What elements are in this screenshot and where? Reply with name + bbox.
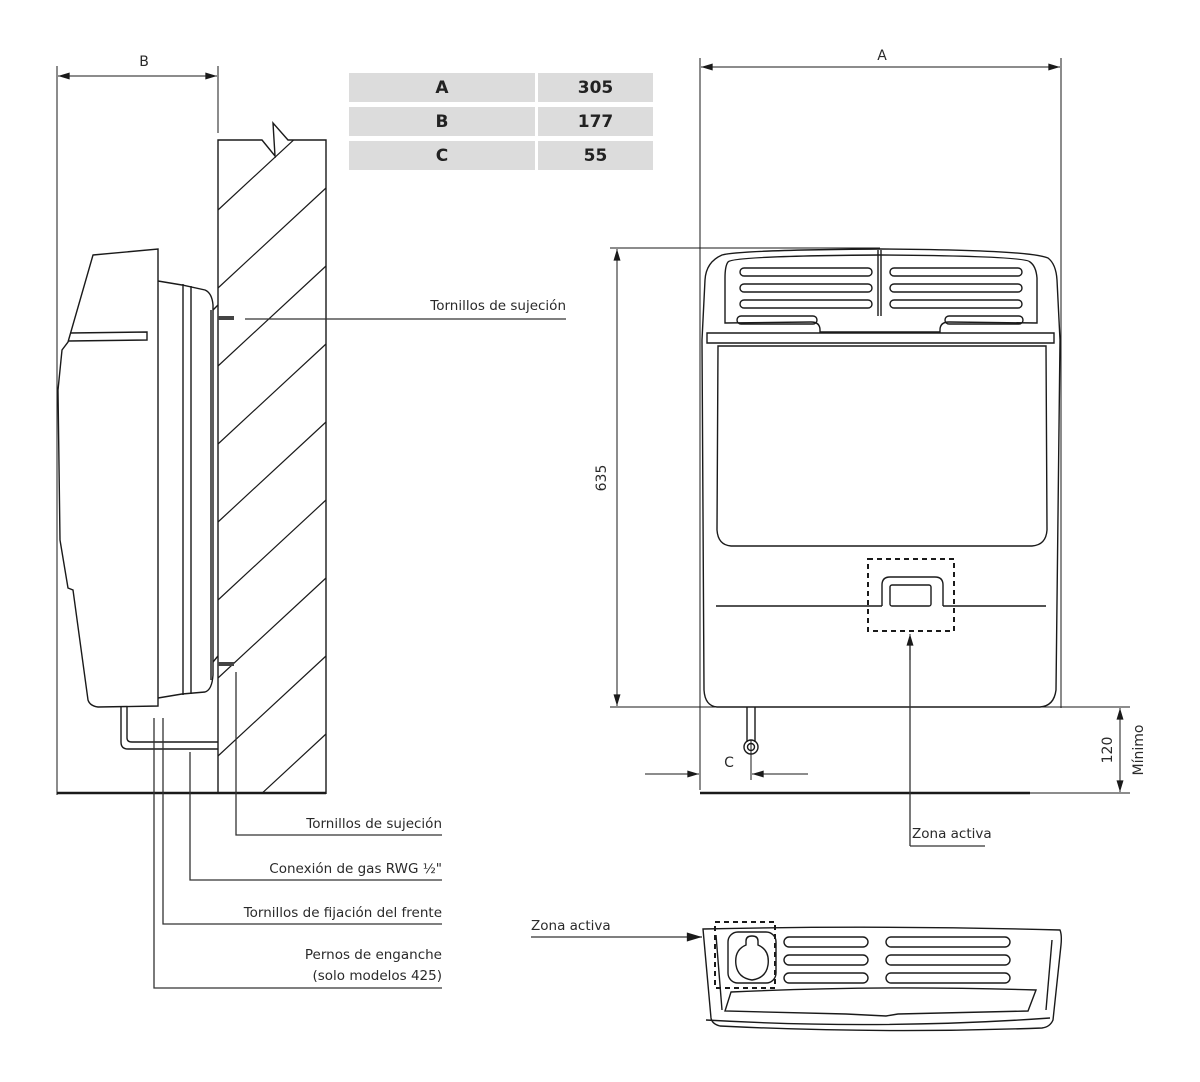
hatch-line (218, 187, 326, 289)
dimension-c: C (645, 740, 808, 780)
dim-height-label: 635 (594, 465, 610, 492)
dimension-a: A (699, 48, 1062, 790)
zona-activa-label-front: Zona activa (912, 826, 992, 842)
table-key-c: C (349, 141, 535, 170)
callout-pernos-line2: (solo modelos 425) (312, 968, 442, 984)
wall-section (217, 121, 327, 794)
front-grille-slots (736, 267, 1024, 325)
top-slot (885, 972, 1011, 984)
table-value-a: 305 (538, 73, 653, 102)
grille-slot (889, 267, 1023, 277)
grille-slot (739, 283, 873, 293)
dim-c-label: C (724, 755, 734, 771)
top-slot (885, 936, 1011, 948)
hatch-line (218, 140, 295, 211)
table-value-b: 177 (538, 107, 653, 136)
callout-tornillos-frente: Tornillos de fijación del frente (243, 905, 442, 921)
dim-b-label: B (139, 54, 149, 70)
grille-slot (889, 283, 1023, 293)
table-value-c: 55 (538, 141, 653, 170)
table-key-a: A (349, 73, 535, 102)
heater-side-body (57, 248, 234, 750)
grille-slot (736, 315, 818, 325)
hatch-line (218, 577, 326, 679)
dimension-b: B (56, 54, 219, 795)
side-leaders (153, 318, 566, 989)
side-view: B (56, 54, 566, 989)
dim-a-label: A (877, 48, 887, 64)
zona-activa-box-front (867, 558, 955, 632)
hatch-line (218, 421, 326, 523)
hatch-line (218, 655, 326, 757)
heater-front-body (701, 248, 1061, 755)
grille-slot (889, 299, 1023, 309)
front-view: A 635 (594, 48, 1147, 847)
callout-conexion-gas: Conexión de gas RWG ½" (269, 861, 442, 877)
top-slot (783, 954, 869, 966)
grille-slot (739, 299, 873, 309)
hatch-line (218, 343, 326, 445)
screw-bottom (218, 662, 234, 666)
callout-tornillos-bottom: Tornillos de sujeción (305, 816, 442, 832)
table-key-b: B (349, 107, 535, 136)
top-grille-slots (783, 936, 1011, 984)
screw-top (218, 316, 234, 320)
callout-tornillos-top: Tornillos de sujeción (429, 298, 566, 314)
grille-slot (739, 267, 873, 277)
top-slot (885, 954, 1011, 966)
top-view: Zona activa (531, 918, 1063, 1032)
hatch-line (218, 265, 326, 367)
hatch-line (218, 499, 326, 601)
zona-activa-label-top: Zona activa (531, 918, 611, 934)
grille-slot (944, 315, 1024, 325)
top-slot (783, 936, 869, 948)
top-slot (783, 972, 869, 984)
dimension-minimum: 120 Mínimo (1100, 708, 1147, 792)
hatch-line (260, 733, 326, 794)
zona-activa-box-top (714, 921, 776, 989)
dim-min-value: 120 (1100, 737, 1116, 764)
dim-min-label: Mínimo (1131, 725, 1147, 776)
wall-hatching (218, 140, 326, 794)
dimension-height: 635 (594, 247, 1130, 708)
callout-pernos-line1: Pernos de enganche (305, 947, 442, 963)
